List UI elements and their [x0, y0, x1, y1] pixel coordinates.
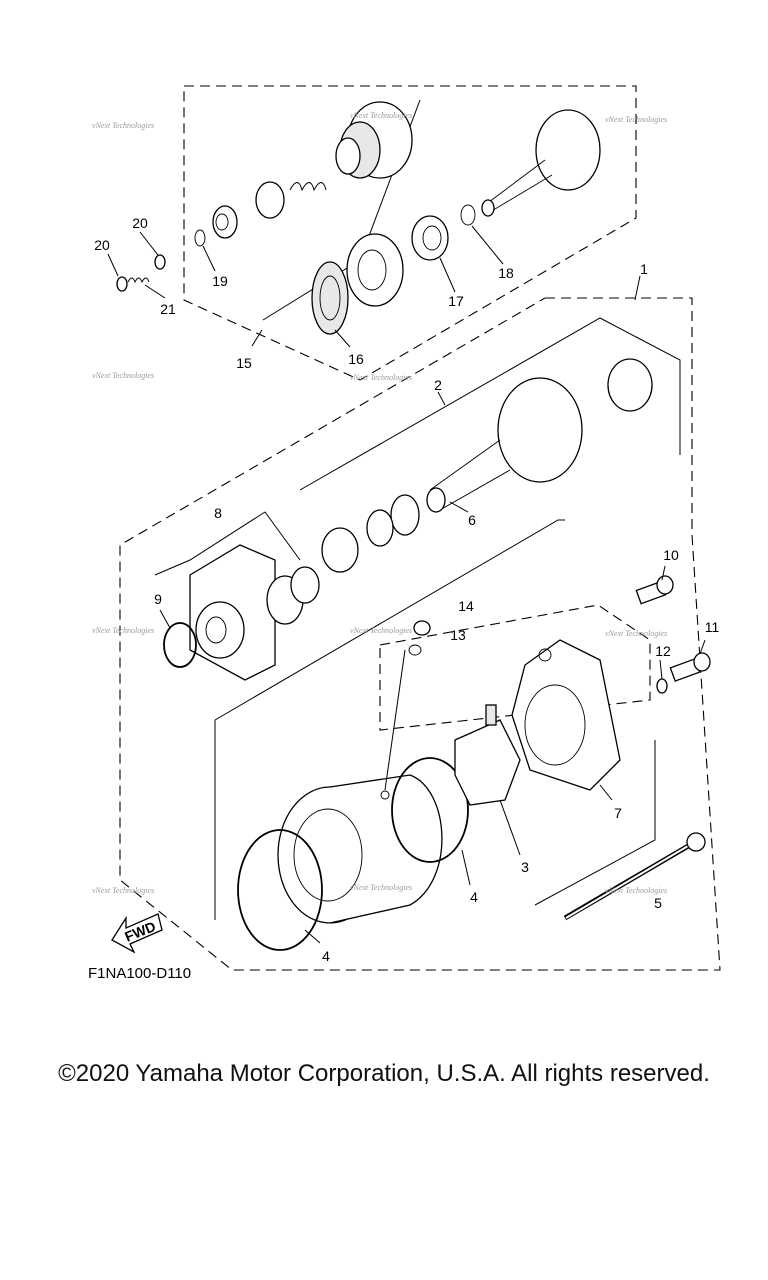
callout-1: 1: [640, 261, 648, 277]
clutch-gear-part: [335, 101, 413, 179]
callout-3: 3: [521, 859, 529, 875]
front-cover-part: [189, 544, 320, 681]
fwd-label: FWD: [122, 918, 158, 945]
watermark: vNext Technologies: [92, 121, 154, 130]
yoke-part: [277, 774, 443, 924]
assembly-13-14-boundary: [379, 604, 651, 731]
watermark: vNext Technologies: [605, 115, 667, 124]
watermark: vNext Technologies: [605, 629, 667, 638]
watermark: vNext Technologies: [92, 886, 154, 895]
callout-11: 11: [705, 619, 720, 635]
watermark: vNext Technologies: [350, 626, 412, 635]
callout-2: 2: [434, 377, 442, 393]
o-ring-9-part: [163, 622, 197, 668]
callout-13: 13: [450, 627, 466, 643]
parts-diagram: FWD vNext Technologies vNext Technologie…: [88, 85, 721, 982]
callout-21: 21: [160, 301, 176, 317]
callout-14: 14: [458, 598, 474, 614]
nut-14-part: [413, 620, 431, 636]
callout-5: 5: [654, 895, 662, 911]
circlip-19-part: [194, 229, 206, 247]
diagram-code: F1NA100-D110: [88, 965, 191, 982]
callout-17: 17: [448, 293, 464, 309]
watermark: vNext Technologies: [605, 886, 667, 895]
callout-20: 20: [94, 237, 110, 253]
copyright-notice: ©2020 Yamaha Motor Corporation, U.S.A. A…: [58, 1060, 710, 1087]
brush-holder-part: [454, 704, 521, 806]
spring-20-21-part: [116, 254, 166, 292]
callout-12: 12: [655, 643, 671, 659]
circlip-18-part: [460, 204, 476, 226]
armature-part: [426, 358, 653, 513]
long-bolt-5-part: [563, 832, 706, 921]
callout-8: 8: [214, 505, 222, 521]
washer-13-part: [408, 644, 422, 656]
fwd-arrow-icon: FWD: [111, 913, 163, 954]
watermark: vNext Technologies: [92, 371, 154, 380]
bolt-10-part: [635, 575, 674, 605]
assembly-1-boundary: [119, 297, 721, 971]
callout-10: 10: [663, 547, 679, 563]
watermark: vNext Technologies: [92, 626, 154, 635]
callout-7: 7: [614, 805, 622, 821]
leader-lines: [107, 225, 706, 944]
callout-6: 6: [468, 512, 476, 528]
callout-9: 9: [154, 591, 162, 607]
callout-20: 20: [132, 215, 148, 231]
washer-12-part: [656, 678, 668, 694]
watermark: vNext Technologies: [350, 111, 412, 120]
spring-part: [212, 181, 327, 239]
callout-18: 18: [498, 265, 514, 281]
callout-4: 4: [322, 948, 330, 964]
washers-part: [321, 494, 420, 573]
rear-cover-part: [511, 639, 621, 791]
bolt-11-part: [669, 652, 711, 682]
callout-4: 4: [470, 889, 478, 905]
callout-15: 15: [236, 355, 252, 371]
bearing-part: [311, 233, 404, 335]
watermark: vNext Technologies: [350, 883, 412, 892]
callout-19: 19: [212, 273, 228, 289]
washer-17-part: [411, 215, 449, 261]
assembly-15-boundary: [183, 85, 637, 381]
shaft-gear-part: [481, 109, 601, 217]
o-ring-4-part: [237, 757, 469, 951]
callout-16: 16: [348, 351, 364, 367]
watermark: vNext Technologies: [350, 373, 412, 382]
